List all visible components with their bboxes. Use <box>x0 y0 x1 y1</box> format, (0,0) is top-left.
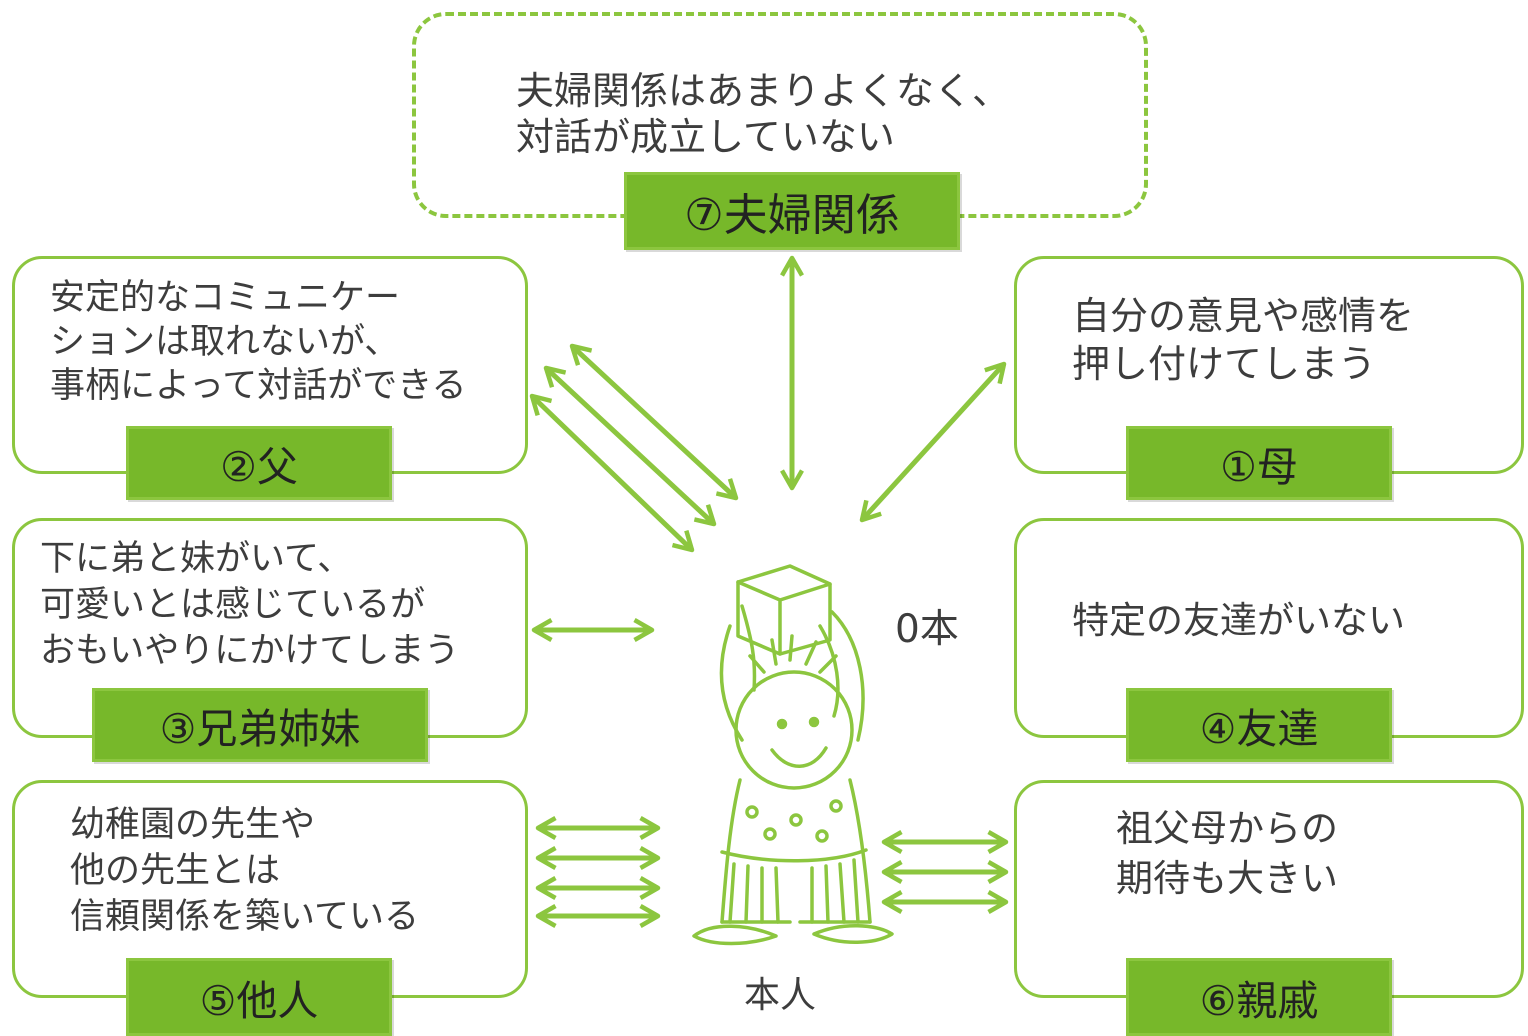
father-arrow-1 <box>569 343 739 501</box>
couple-description: 夫婦関係はあまりよくなく、 対話が成立していない <box>516 69 1011 159</box>
father-label: ②父 <box>126 426 392 500</box>
others-label: ⑤他人 <box>126 958 392 1036</box>
father-description: 安定的なコミュニケー ションは取れないが、 事柄によって対話ができる <box>50 278 467 406</box>
others-description: 幼稚園の先生や 他の先生とは 信頼関係を築いている <box>70 805 419 937</box>
relatives-description: 祖父母からの 期待も大きい <box>1116 807 1338 900</box>
center-caption: 本人 <box>744 975 817 1016</box>
couple-label: ⑦夫婦関係 <box>624 172 960 250</box>
count-label: 0本 <box>895 607 959 652</box>
father-arrow-3 <box>529 393 695 553</box>
mother-arrow <box>859 361 1007 523</box>
friends-label: ④友達 <box>1126 688 1392 762</box>
father-arrow-2 <box>543 365 717 527</box>
friends-description: 特定の友達がいない <box>1072 599 1405 642</box>
mother-description: 自分の意見や感情を 押し付けてしまう <box>1072 294 1415 386</box>
child-illustration <box>692 564 894 946</box>
siblings-label: ③兄弟姉妹 <box>92 688 428 762</box>
siblings-description: 下に弟と妹がいて、 可愛いとは感じているが おもいやりにかけてしまう <box>40 539 460 671</box>
relatives-label: ⑥親戚 <box>1126 958 1392 1036</box>
mother-label: ①母 <box>1126 426 1392 500</box>
